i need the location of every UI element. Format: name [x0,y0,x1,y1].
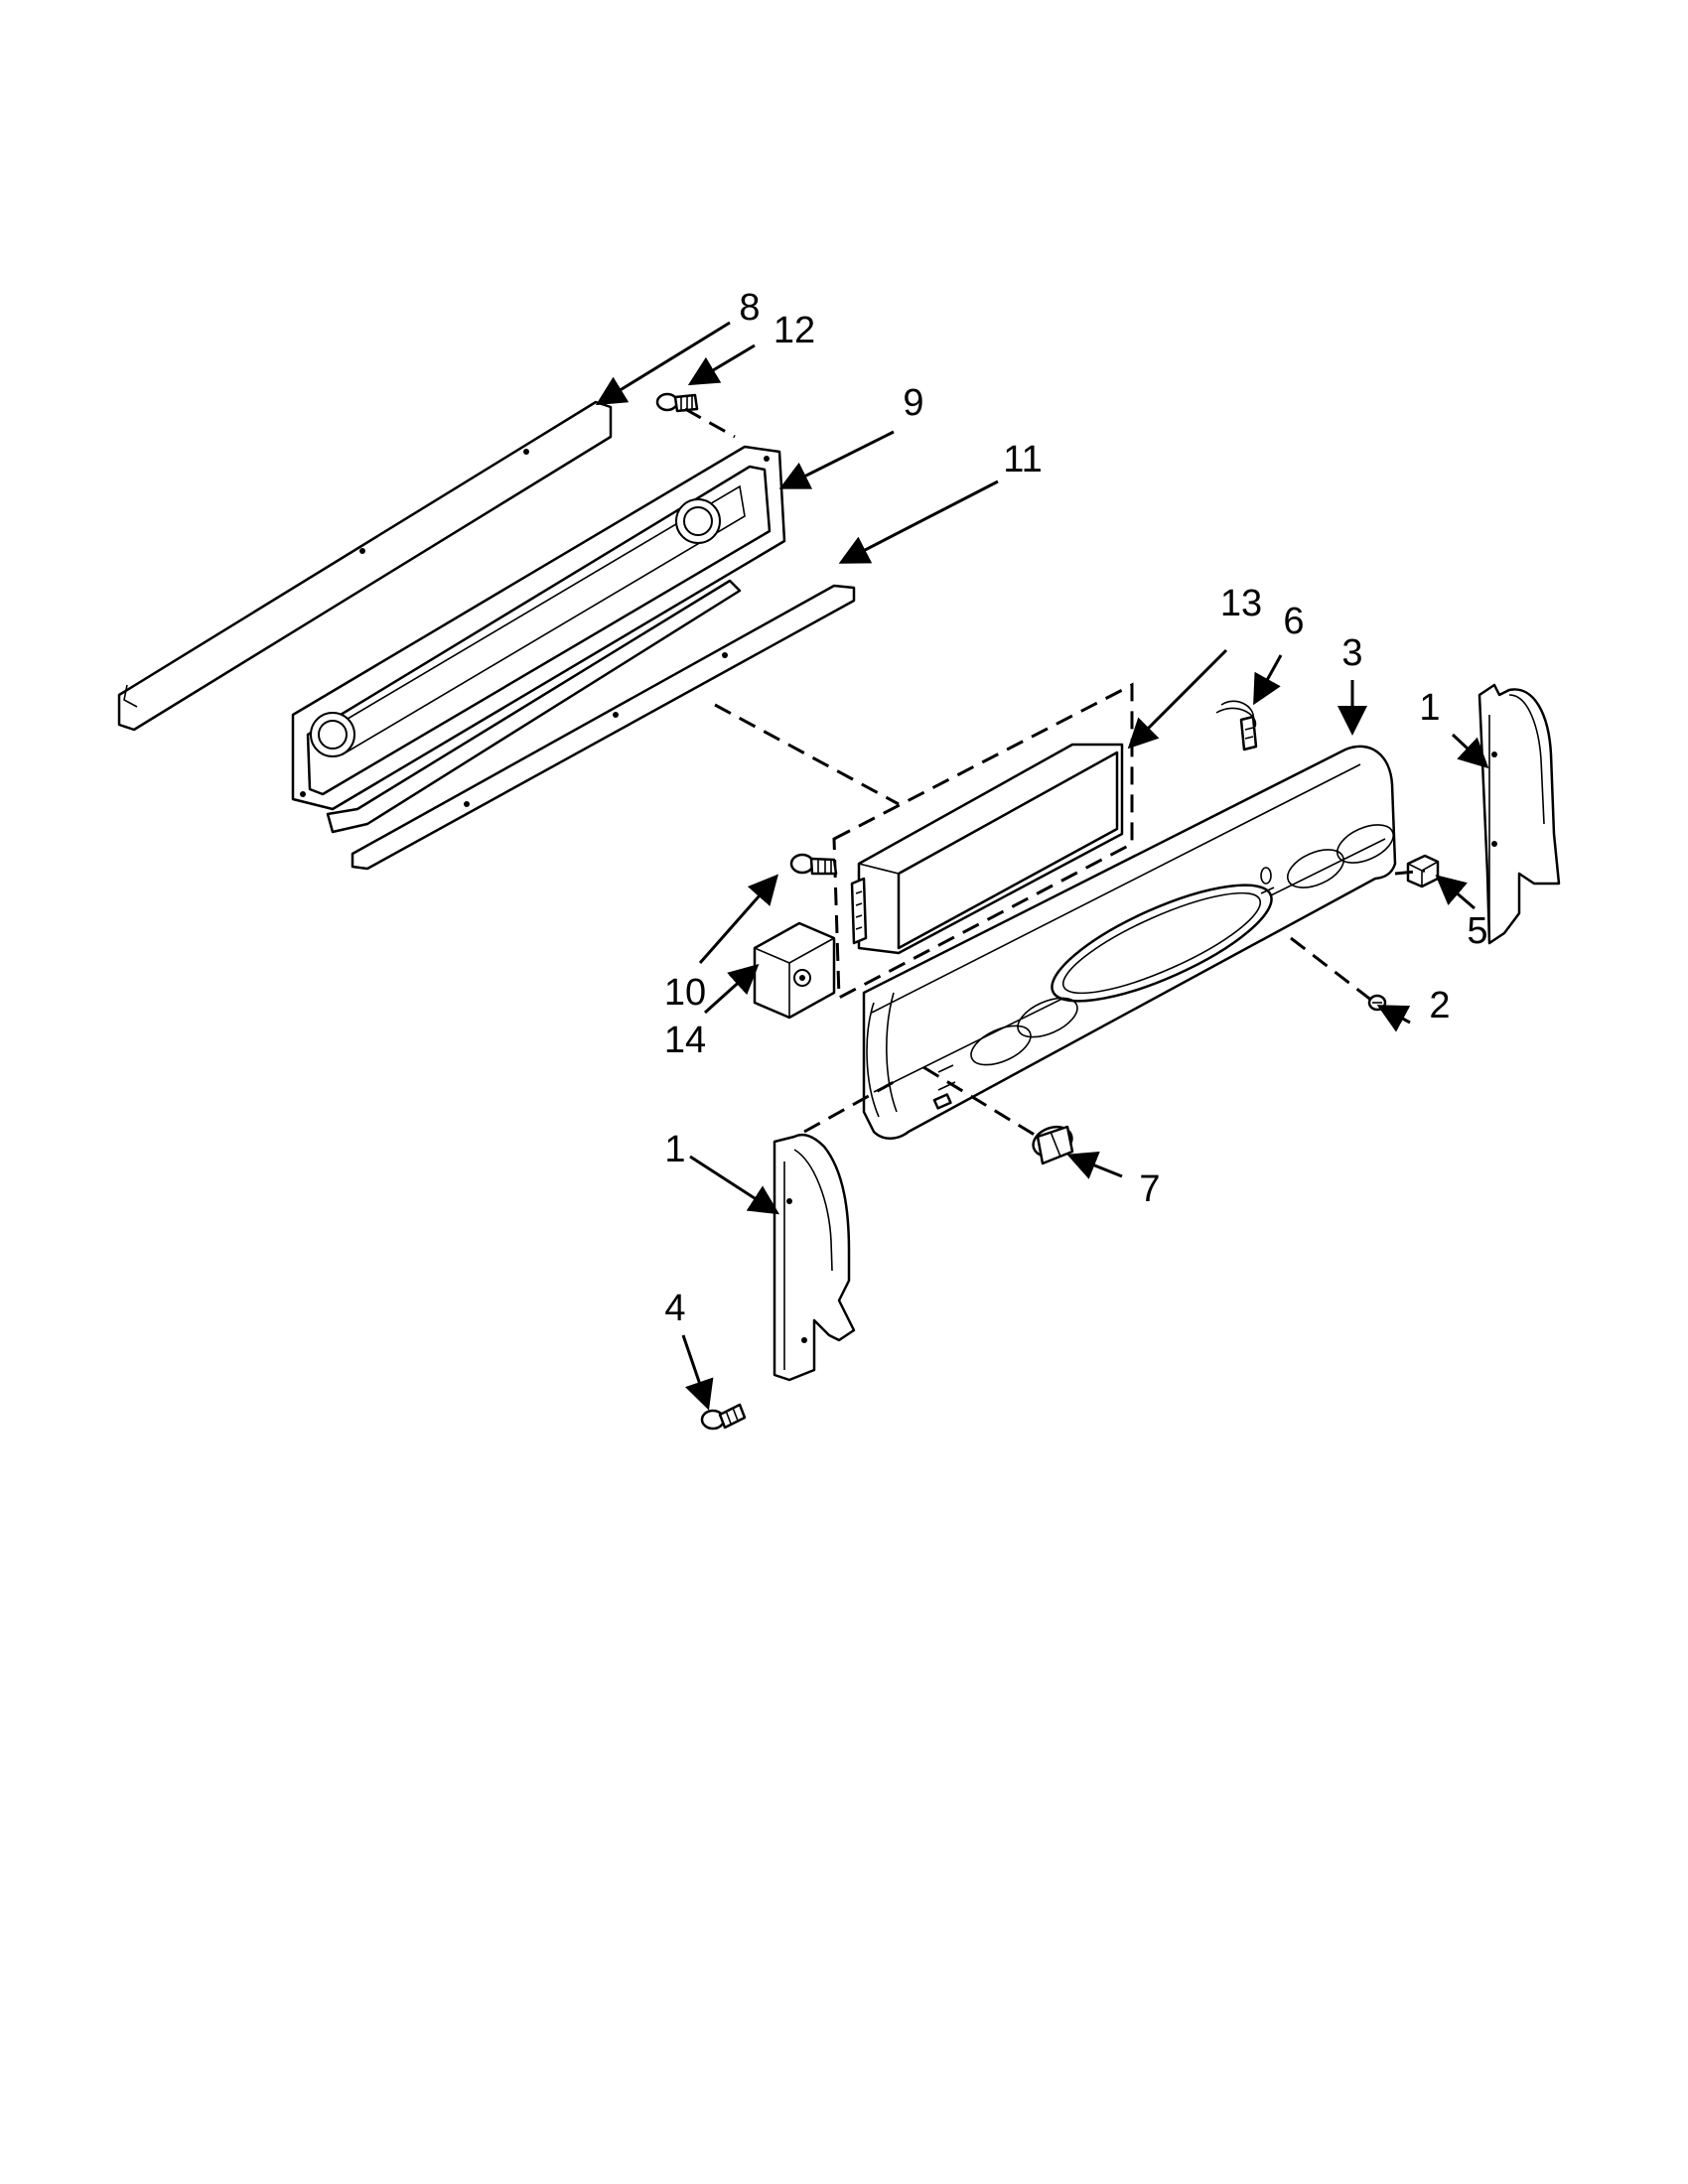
part-3-control-console [862,745,1397,1140]
callout-9: 9 [903,382,923,424]
callout-1-left: 1 [664,1129,685,1170]
part-11-trim-strip [326,579,856,871]
callout-13: 13 [1220,583,1262,624]
leader-lines [595,321,1489,1411]
part-9-panel-frame [291,445,786,811]
callout-14: 14 [664,1020,706,1061]
callout-10: 10 [664,972,706,1014]
callout-6: 6 [1283,601,1304,642]
callout-7: 7 [1139,1168,1160,1210]
callout-11: 11 [1003,439,1042,480]
callout-labels: 8 12 9 11 13 6 3 1 10 14 5 2 1 7 4 [664,287,1488,1329]
part-1-end-cap-left [773,1133,856,1382]
part-14-switch-block [753,921,836,1020]
callout-8: 8 [739,287,760,329]
part-7-knob [1032,1125,1074,1165]
part-12-screw [655,392,699,413]
part-1-end-cap-right [1477,683,1561,945]
callout-5: 5 [1467,910,1487,952]
part-6-wire-harness [1215,700,1258,751]
callout-4: 4 [664,1288,685,1329]
part-13-control-board [714,682,1134,1001]
callout-3: 3 [1341,632,1362,674]
callout-1-right: 1 [1419,687,1440,729]
part-4-screw [700,1403,747,1431]
part-10-screw [789,853,838,876]
callout-12: 12 [774,310,815,351]
callout-2: 2 [1429,985,1450,1026]
